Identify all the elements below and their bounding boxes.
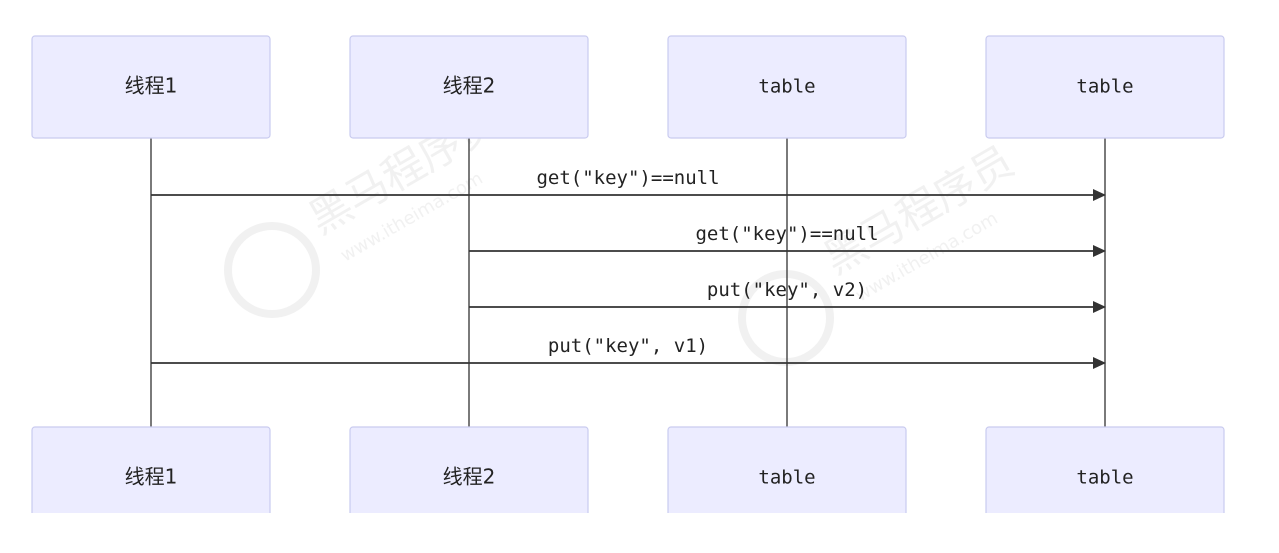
arrowhead-icon bbox=[1093, 189, 1106, 201]
actors-top: 线程1 线程2 table table bbox=[31, 35, 1225, 139]
actor-top-1: 线程2 bbox=[349, 35, 589, 139]
actor-top-0: 线程1 bbox=[31, 35, 271, 139]
actor-top-2: table bbox=[667, 35, 907, 139]
message-label: put("key", v2) bbox=[707, 279, 867, 301]
message-label: get("key")==null bbox=[536, 167, 719, 189]
actor-top-3: table bbox=[985, 35, 1225, 139]
bottom-crop-mask bbox=[0, 513, 1279, 553]
actors-bottom: 线程1 线程2 table table bbox=[0, 426, 1279, 553]
message-0: get("key")==null bbox=[151, 167, 1106, 201]
actor-label: table bbox=[1076, 76, 1133, 98]
actor-label: table bbox=[758, 467, 815, 489]
actor-label: 线程1 bbox=[125, 74, 178, 98]
message-label: get("key")==null bbox=[695, 223, 878, 245]
actor-box bbox=[349, 35, 589, 139]
actor-bottom-1: 线程2 bbox=[349, 426, 589, 530]
arrowhead-icon bbox=[1093, 357, 1106, 369]
message-3: put("key", v1) bbox=[151, 335, 1106, 369]
actor-label: table bbox=[758, 76, 815, 98]
actor-box bbox=[667, 35, 907, 139]
lifelines bbox=[150, 138, 1106, 427]
arrowhead-icon bbox=[1093, 301, 1106, 313]
actor-label: 线程2 bbox=[443, 465, 496, 489]
actor-label: table bbox=[1076, 467, 1133, 489]
arrowhead-icon bbox=[1093, 245, 1106, 257]
actor-box bbox=[31, 35, 271, 139]
messages: get("key")==null get("key")==null put("k… bbox=[151, 167, 1106, 369]
actor-label: 线程2 bbox=[443, 74, 496, 98]
message-1: get("key")==null bbox=[469, 223, 1106, 257]
actor-label: 线程1 bbox=[125, 465, 178, 489]
actor-box bbox=[985, 35, 1225, 139]
message-2: put("key", v2) bbox=[469, 279, 1106, 313]
message-label: put("key", v1) bbox=[548, 335, 708, 357]
actor-bottom-0: 线程1 bbox=[31, 426, 271, 530]
